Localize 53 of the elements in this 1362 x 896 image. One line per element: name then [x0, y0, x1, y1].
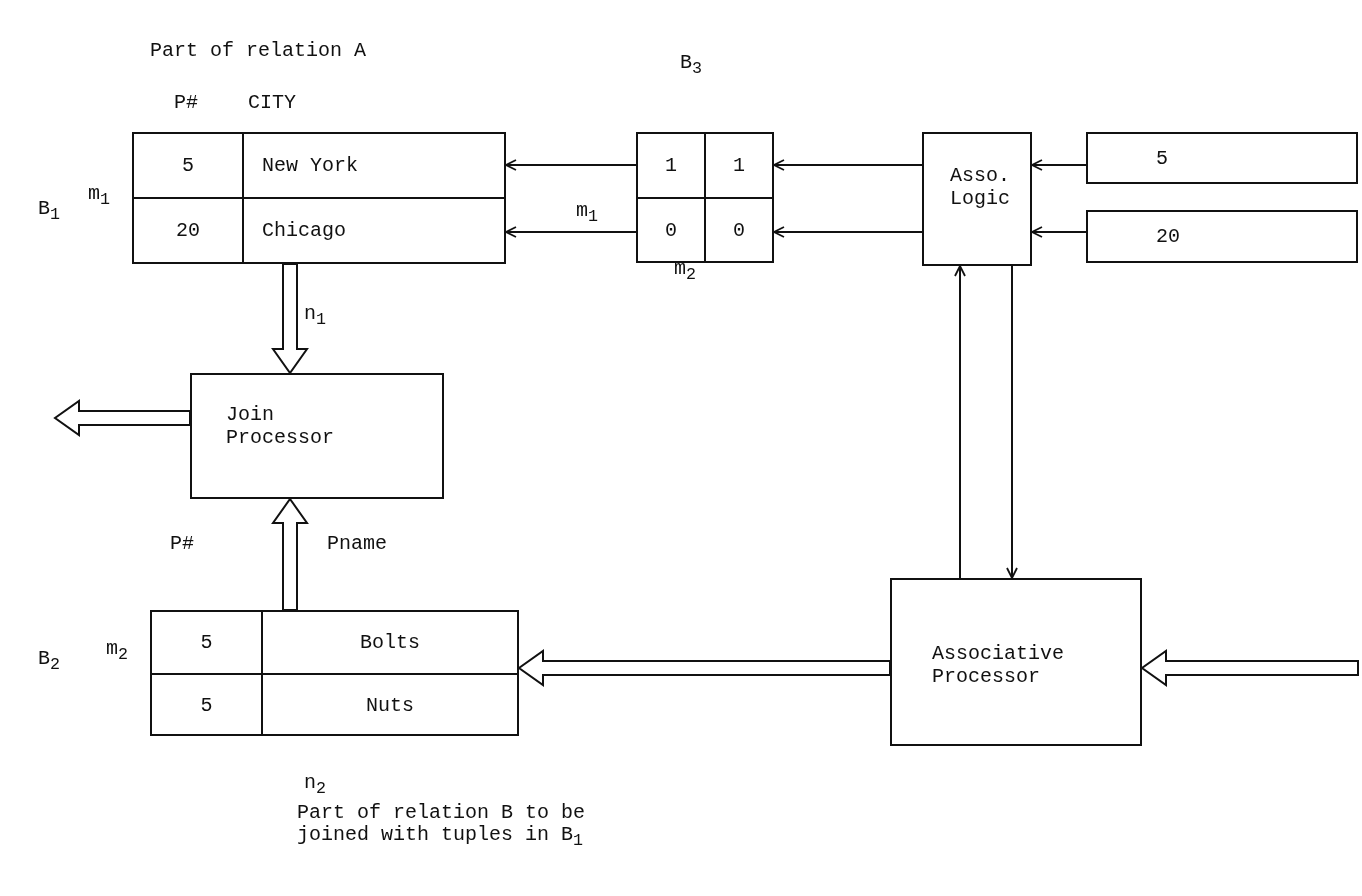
data-table: [132, 132, 506, 264]
arrow: [954, 265, 966, 579]
input-register: [1086, 210, 1358, 263]
annotation-label: B$_{2}$: [38, 648, 60, 675]
arrow: [1031, 226, 1087, 238]
hollow-arrow: [1140, 649, 1359, 687]
table-cell-text: 0: [732, 217, 746, 244]
hollow-arrow: [271, 497, 309, 611]
input-register: [1086, 132, 1358, 184]
table-cell: 5: [152, 675, 263, 734]
annotation-label: P#: [170, 533, 194, 555]
arrow: [505, 159, 637, 171]
table-cell-text: 1: [732, 153, 746, 179]
box-label: 5: [1156, 146, 1168, 170]
annotation-label: m$_{2}$: [674, 258, 696, 285]
annotation-label: n$_{1}$: [304, 303, 326, 330]
box-label: Join Processor: [226, 403, 336, 449]
arrow: [1031, 159, 1087, 171]
table-cell-text: New York: [261, 153, 359, 179]
note-text: Part of relation B to be joined with tuples in B$_{1}$: [297, 802, 587, 851]
annotation-label: Part of relation A: [150, 40, 367, 62]
arrow: [773, 226, 923, 238]
hollow-arrow: [53, 399, 191, 437]
match-register: [636, 132, 774, 263]
table-cell: 5: [152, 612, 263, 673]
table-cell: 5: [134, 134, 244, 197]
annotation-label: m$_{1}$: [576, 200, 598, 227]
annotation-label: m$_{2}$: [106, 638, 128, 665]
table-cell: 20: [134, 199, 244, 262]
annotation-label: P#: [174, 92, 198, 114]
process-box: [890, 578, 1142, 746]
box-label: Associative Processor: [932, 642, 1066, 688]
table-cell-text: Bolts: [359, 630, 421, 656]
annotation-label: Pname: [327, 533, 387, 555]
table-cell: 1: [638, 134, 706, 197]
annotation-label: n$_{2}$: [304, 772, 326, 799]
annotation-label: B$_{1}$: [38, 198, 60, 225]
arrow: [505, 226, 637, 238]
annotation-label: CITY: [248, 92, 296, 114]
data-table: [150, 610, 519, 736]
process-box: [190, 373, 444, 499]
box-label: Asso. Logic: [950, 164, 1011, 210]
annotation-label: B$_{3}$: [680, 52, 702, 79]
hollow-arrow: [517, 649, 891, 687]
box-label: 20: [1156, 225, 1180, 248]
process-box: [922, 132, 1032, 266]
annotation-label: m$_{1}$: [88, 183, 110, 210]
table-cell-text: Nuts: [365, 693, 415, 719]
arrow: [773, 159, 923, 171]
arrow: [1006, 265, 1018, 579]
table-cell: 0: [638, 199, 706, 261]
hollow-arrow: [271, 263, 309, 375]
table-cell-text: Chicago: [261, 218, 347, 244]
